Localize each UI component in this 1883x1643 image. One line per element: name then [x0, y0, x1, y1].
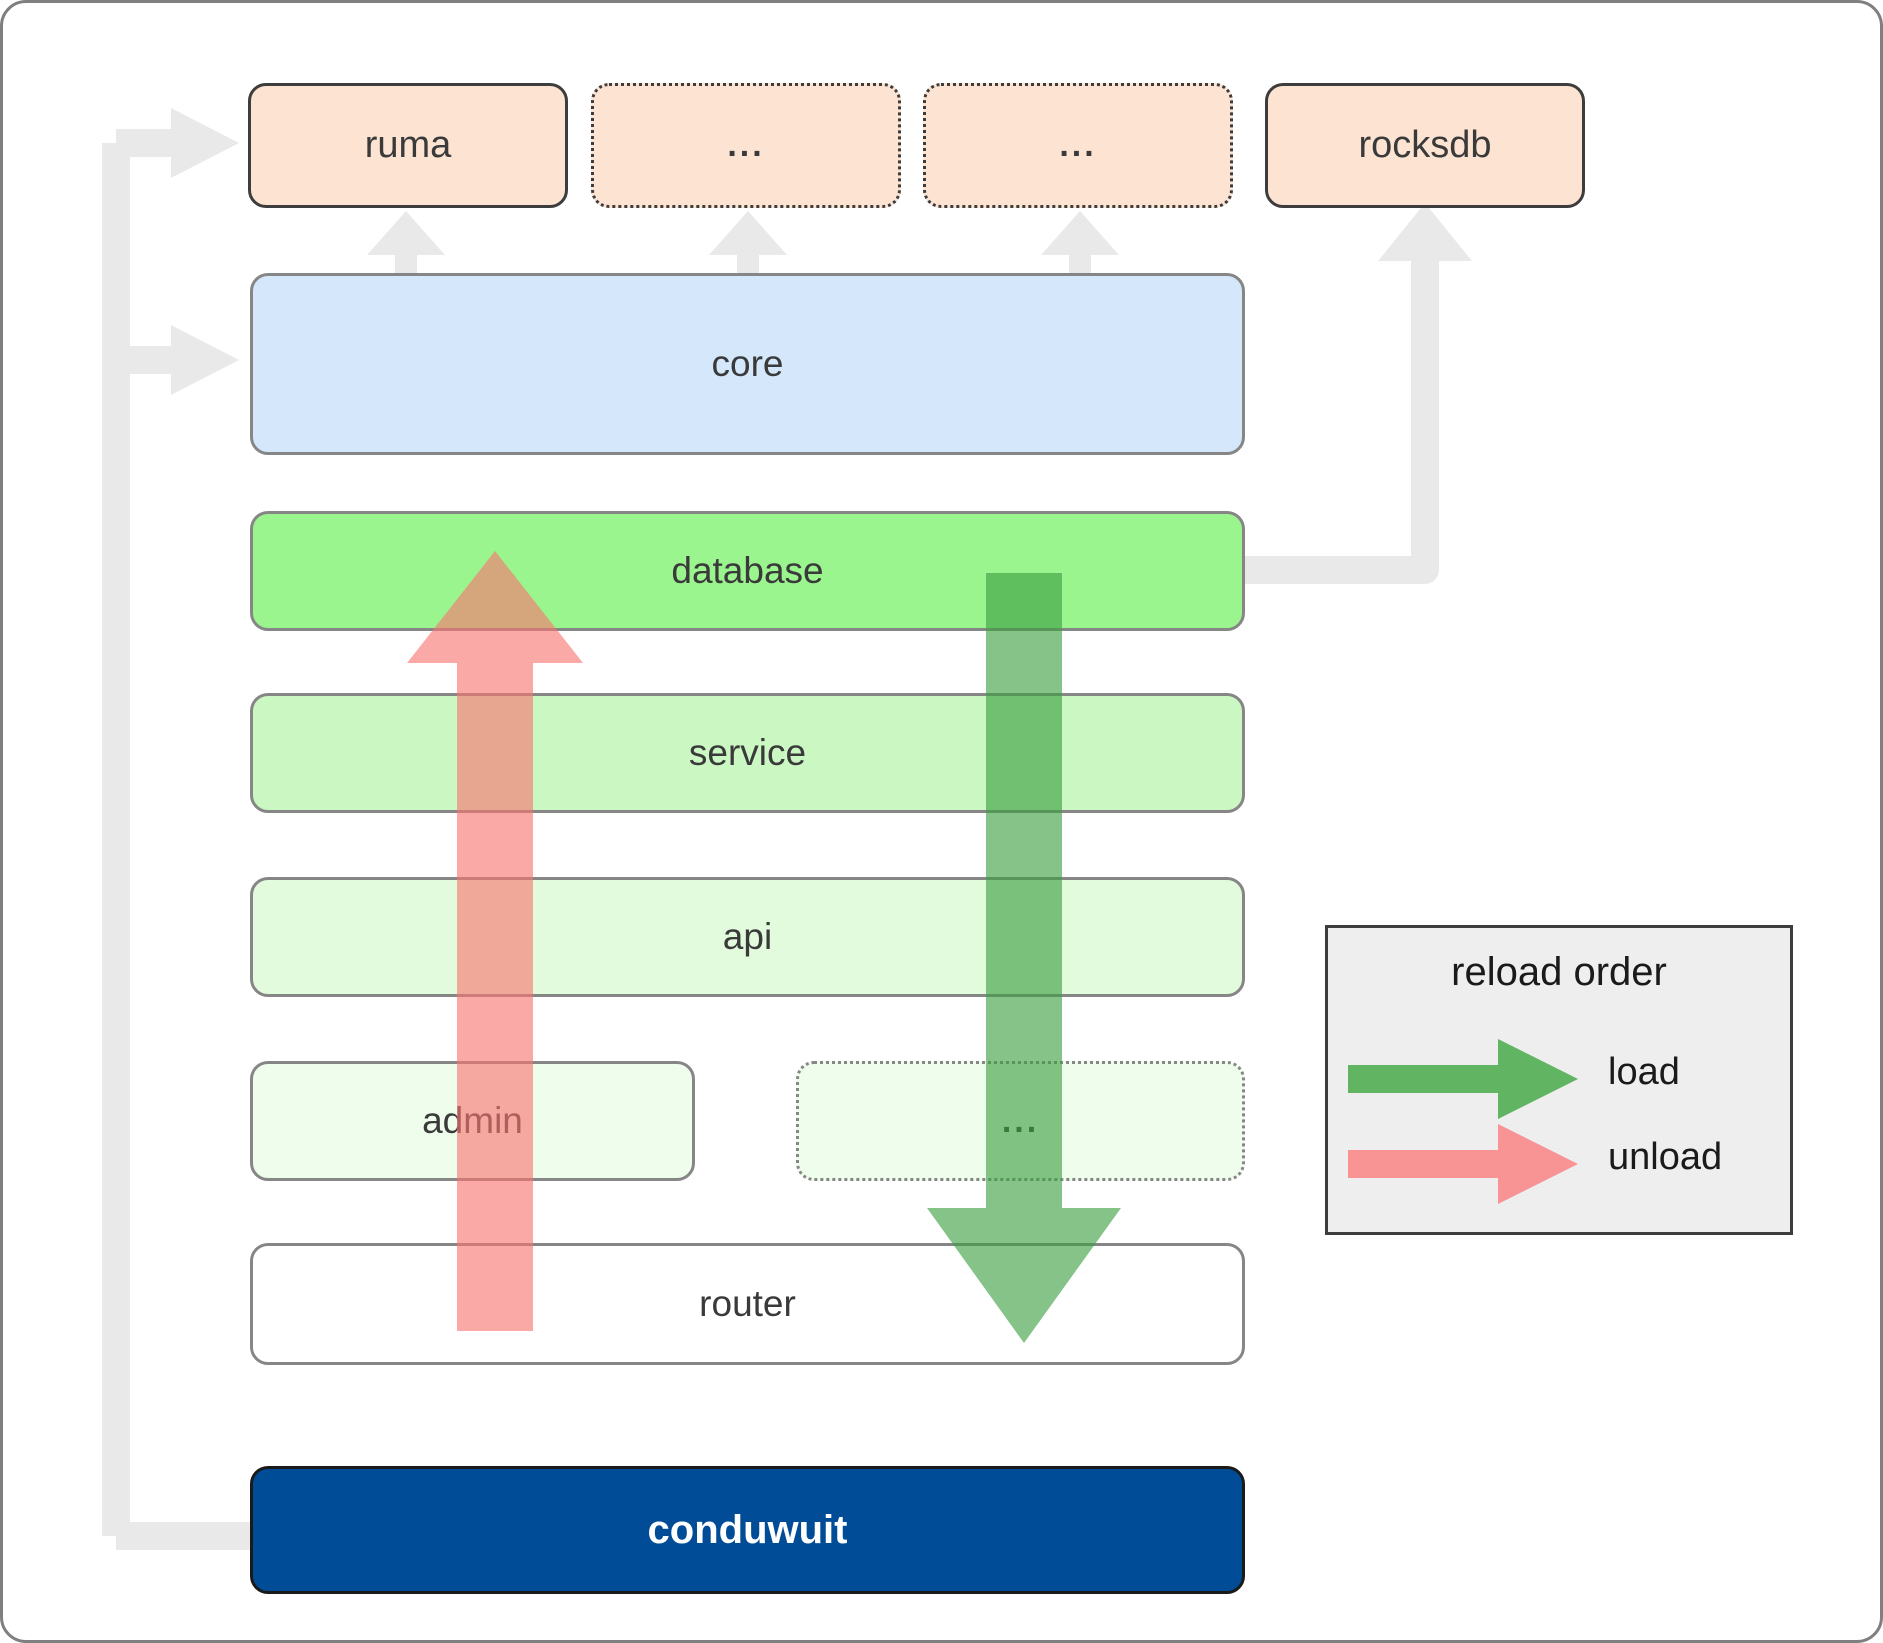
connector-db-to-rocksdb-shaft — [1241, 253, 1439, 584]
node-core[interactable]: core — [250, 273, 1245, 455]
node-conduwuit-label: conduwuit — [647, 1507, 848, 1552]
node-admin[interactable]: admin — [250, 1061, 695, 1181]
node-database[interactable]: database — [250, 511, 1245, 631]
node-router-label: router — [699, 1283, 796, 1324]
connector-core-to-dots1-head — [709, 211, 787, 255]
node-dep-ellipsis-1[interactable]: ... — [591, 83, 901, 208]
node-router[interactable]: router — [250, 1243, 1245, 1365]
legend-title: reload order — [1451, 950, 1667, 994]
connector-arrows — [102, 108, 1472, 1550]
node-api-label: api — [722, 916, 773, 957]
node-rocksdb-label: rocksdb — [1358, 124, 1492, 166]
legend-row-unload: unload — [1328, 1124, 1790, 1204]
node-service[interactable]: service — [250, 693, 1245, 813]
connector-core-to-dots2-head — [1041, 211, 1119, 255]
node-api[interactable]: api — [250, 877, 1245, 997]
node-admin-label: admin — [422, 1100, 523, 1141]
node-rocksdb[interactable]: rocksdb — [1265, 83, 1585, 208]
node-dep-ellipsis-2[interactable]: ... — [923, 83, 1233, 208]
legend-label-unload: unload — [1608, 1136, 1723, 1178]
node-conduwuit[interactable]: conduwuit — [250, 1466, 1245, 1594]
node-database-label: database — [671, 550, 824, 591]
node-service-label: service — [688, 732, 807, 773]
node-admin-ellipsis-label: ... — [1001, 1101, 1040, 1140]
legend-load-arrow-icon — [1348, 1039, 1578, 1119]
legend-reload-order: reload order load unload — [1325, 925, 1793, 1235]
node-dep-ellipsis-1-label: ... — [727, 126, 765, 164]
legend-unload-arrow-icon — [1348, 1124, 1578, 1204]
legend-label-load: load — [1608, 1051, 1680, 1093]
node-ruma[interactable]: ruma — [248, 83, 568, 208]
connector-core-to-ruma-head — [367, 211, 445, 255]
node-ruma-label: ruma — [364, 124, 452, 166]
connector-arrowhead-core — [171, 325, 239, 395]
node-admin-ellipsis[interactable]: ... — [796, 1061, 1245, 1181]
node-dep-ellipsis-2-label: ... — [1059, 126, 1097, 164]
legend-row-load: load — [1328, 1039, 1790, 1119]
connector-arrowhead-ruma — [171, 108, 239, 178]
connector-db-to-rocksdb-head — [1378, 203, 1472, 261]
node-core-label: core — [711, 343, 784, 384]
reload-order-arrows — [407, 551, 1121, 1343]
